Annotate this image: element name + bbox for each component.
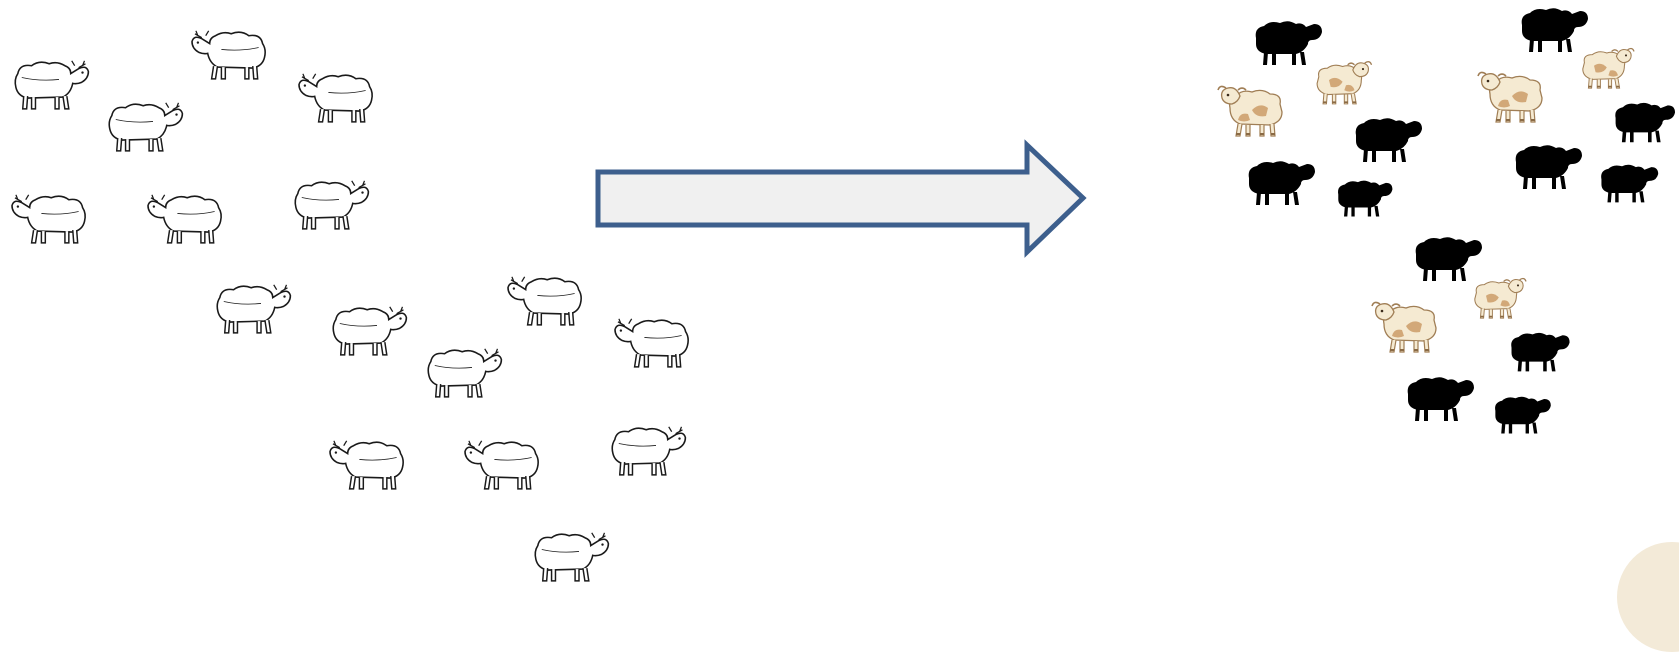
outline-sheep-icon bbox=[12, 195, 85, 243]
black-sheep-icon bbox=[1516, 145, 1582, 189]
outline-sheep-icon bbox=[428, 349, 501, 397]
outline-sheep-icon bbox=[535, 533, 608, 581]
outline-sheep-icon bbox=[465, 441, 538, 489]
black-sheep-icon bbox=[1249, 161, 1315, 205]
outline-sheep-icon bbox=[299, 74, 372, 122]
outline-flock bbox=[12, 31, 688, 581]
black-sheep-icon bbox=[1522, 8, 1588, 52]
black-sheep-icon bbox=[1408, 377, 1474, 421]
black-sheep-icon bbox=[1416, 237, 1482, 281]
outline-sheep-icon bbox=[333, 307, 406, 355]
tan-sheep-icon bbox=[1218, 86, 1282, 136]
diagram-canvas bbox=[0, 0, 1679, 590]
tan-sheep-icon bbox=[1475, 279, 1526, 319]
outline-sheep-icon bbox=[192, 31, 265, 79]
mixed-flock-left bbox=[1218, 21, 1422, 216]
tan-sheep-icon bbox=[1372, 302, 1436, 352]
mixed-flock-right bbox=[1478, 8, 1675, 202]
outline-sheep-icon bbox=[217, 285, 290, 333]
black-sheep-icon bbox=[1256, 21, 1322, 65]
tan-sheep-icon bbox=[1478, 72, 1542, 122]
mixed-flock-bottom bbox=[1372, 237, 1570, 433]
outline-sheep-icon bbox=[615, 319, 688, 367]
outline-sheep-icon bbox=[148, 195, 221, 243]
black-sheep-icon bbox=[1338, 181, 1392, 217]
outline-sheep-icon bbox=[612, 427, 685, 475]
black-sheep-icon bbox=[1511, 333, 1569, 372]
outline-sheep-icon bbox=[508, 277, 581, 325]
outline-sheep-icon bbox=[295, 181, 368, 229]
right-arrow-icon bbox=[598, 145, 1083, 252]
tan-sheep-icon bbox=[1583, 49, 1634, 89]
outline-sheep-icon bbox=[15, 61, 88, 109]
outline-sheep-icon bbox=[109, 103, 182, 151]
black-sheep-icon bbox=[1615, 103, 1675, 142]
black-sheep-icon bbox=[1495, 397, 1551, 434]
tan-sheep-icon bbox=[1317, 62, 1371, 104]
black-sheep-icon bbox=[1356, 118, 1422, 162]
black-sheep-icon bbox=[1601, 165, 1658, 203]
outline-sheep-icon bbox=[330, 441, 403, 489]
